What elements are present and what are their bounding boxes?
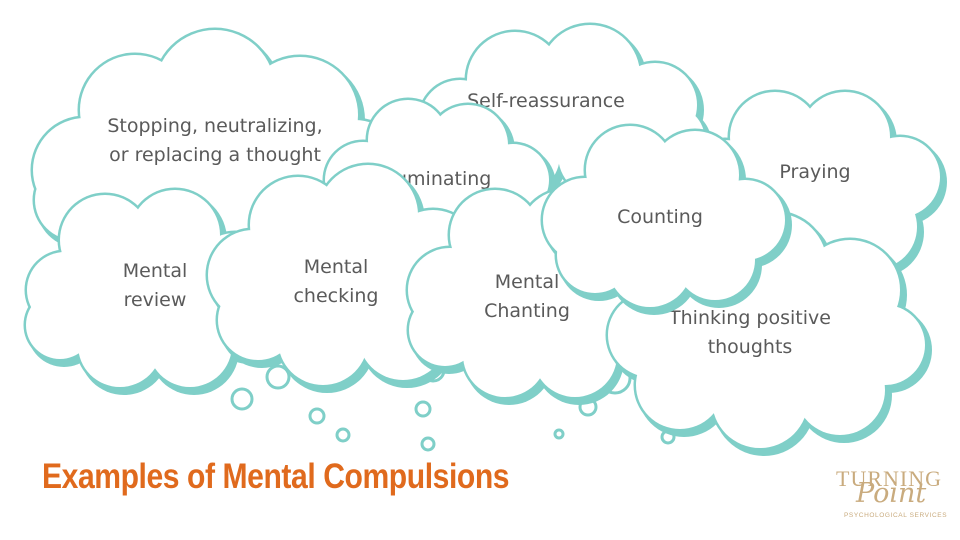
praying-label: Praying: [779, 161, 850, 183]
self-reassurance-label: Self-reassurance: [467, 90, 625, 112]
thought-bubble: [414, 400, 432, 418]
turning-point-logo: TURNING Point PSYCHOLOGICAL SERVICES: [830, 466, 950, 526]
logo-subtitle: PSYCHOLOGICAL SERVICES: [844, 512, 948, 519]
thought-bubble: [553, 428, 565, 440]
thought-bubble: [420, 436, 436, 452]
stopping-label: Stopping, neutralizing,or replacing a th…: [107, 115, 322, 166]
logo-wordmark-top: TURNING: [836, 466, 942, 491]
cloud-counting: Counting: [540, 123, 792, 315]
thought-bubble: [308, 407, 326, 425]
thought-bubble: [230, 387, 254, 411]
thought-bubble: [335, 427, 351, 443]
counting-label: Counting: [617, 206, 703, 228]
thought-bubble: [265, 364, 291, 390]
page-title: Examples of Mental Compulsions: [42, 457, 510, 496]
logo-wordmark-script: Point: [856, 478, 927, 509]
